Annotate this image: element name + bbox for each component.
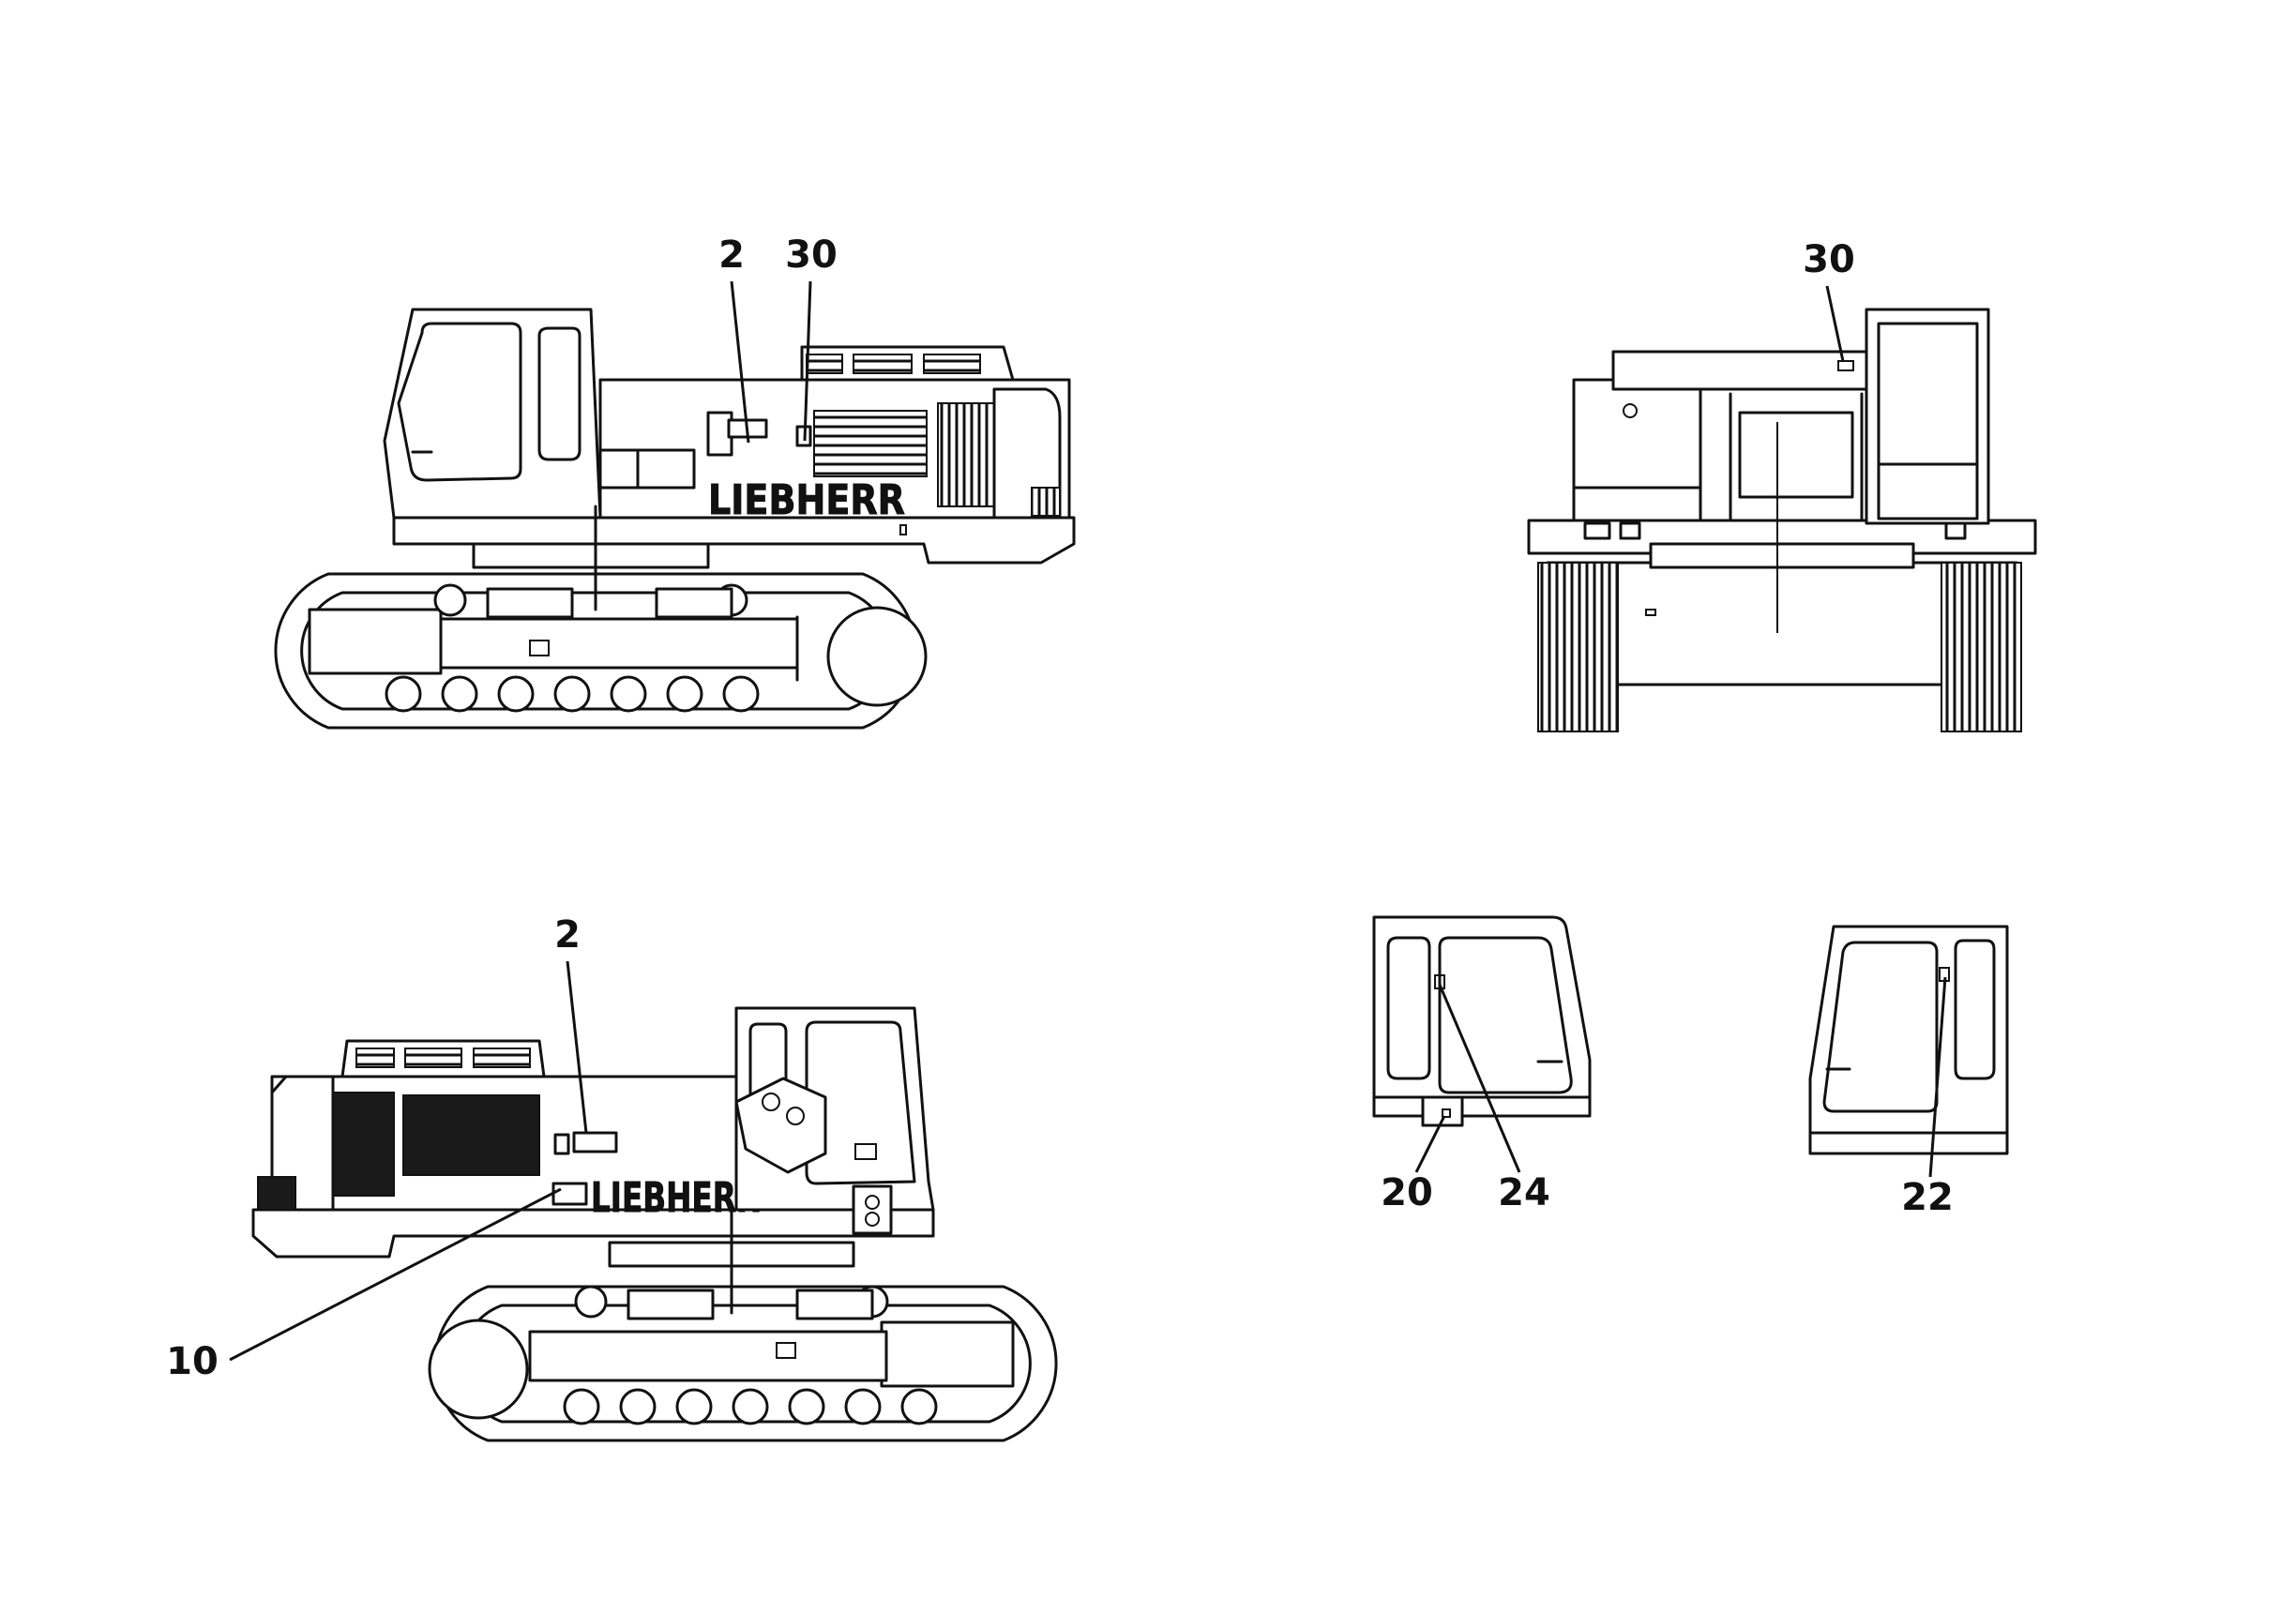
- excavator-left-side-view: LIEBHERR 2 30: [274, 234, 1076, 730]
- road-wheels-right: [563, 1388, 938, 1425]
- callout-30-rear: 30: [1803, 238, 1855, 281]
- engine-vents: [806, 354, 981, 374]
- excavator-right-side-view: LIEBHERR 2 10: [166, 913, 1058, 1442]
- callout-2-left: 2: [718, 234, 745, 277]
- brand-logo-right: LIEBHERR: [591, 1174, 760, 1222]
- callout-2-right: 2: [554, 913, 581, 957]
- cab-side-view-a: 20 24: [1372, 915, 1592, 1214]
- callout-22: 22: [1901, 1176, 1954, 1219]
- brand-logo: LIEBHERR: [708, 476, 905, 524]
- road-wheels: [385, 675, 760, 713]
- callout-24: 24: [1498, 1171, 1550, 1214]
- callout-20: 20: [1381, 1171, 1433, 1214]
- engine-vents-right: [355, 1048, 531, 1068]
- excavator-rear-view: 30: [1527, 238, 2037, 732]
- cab-side-view-b: 22: [1808, 925, 2009, 1219]
- callout-30-left: 30: [785, 234, 838, 277]
- callout-10-right: 10: [166, 1340, 219, 1383]
